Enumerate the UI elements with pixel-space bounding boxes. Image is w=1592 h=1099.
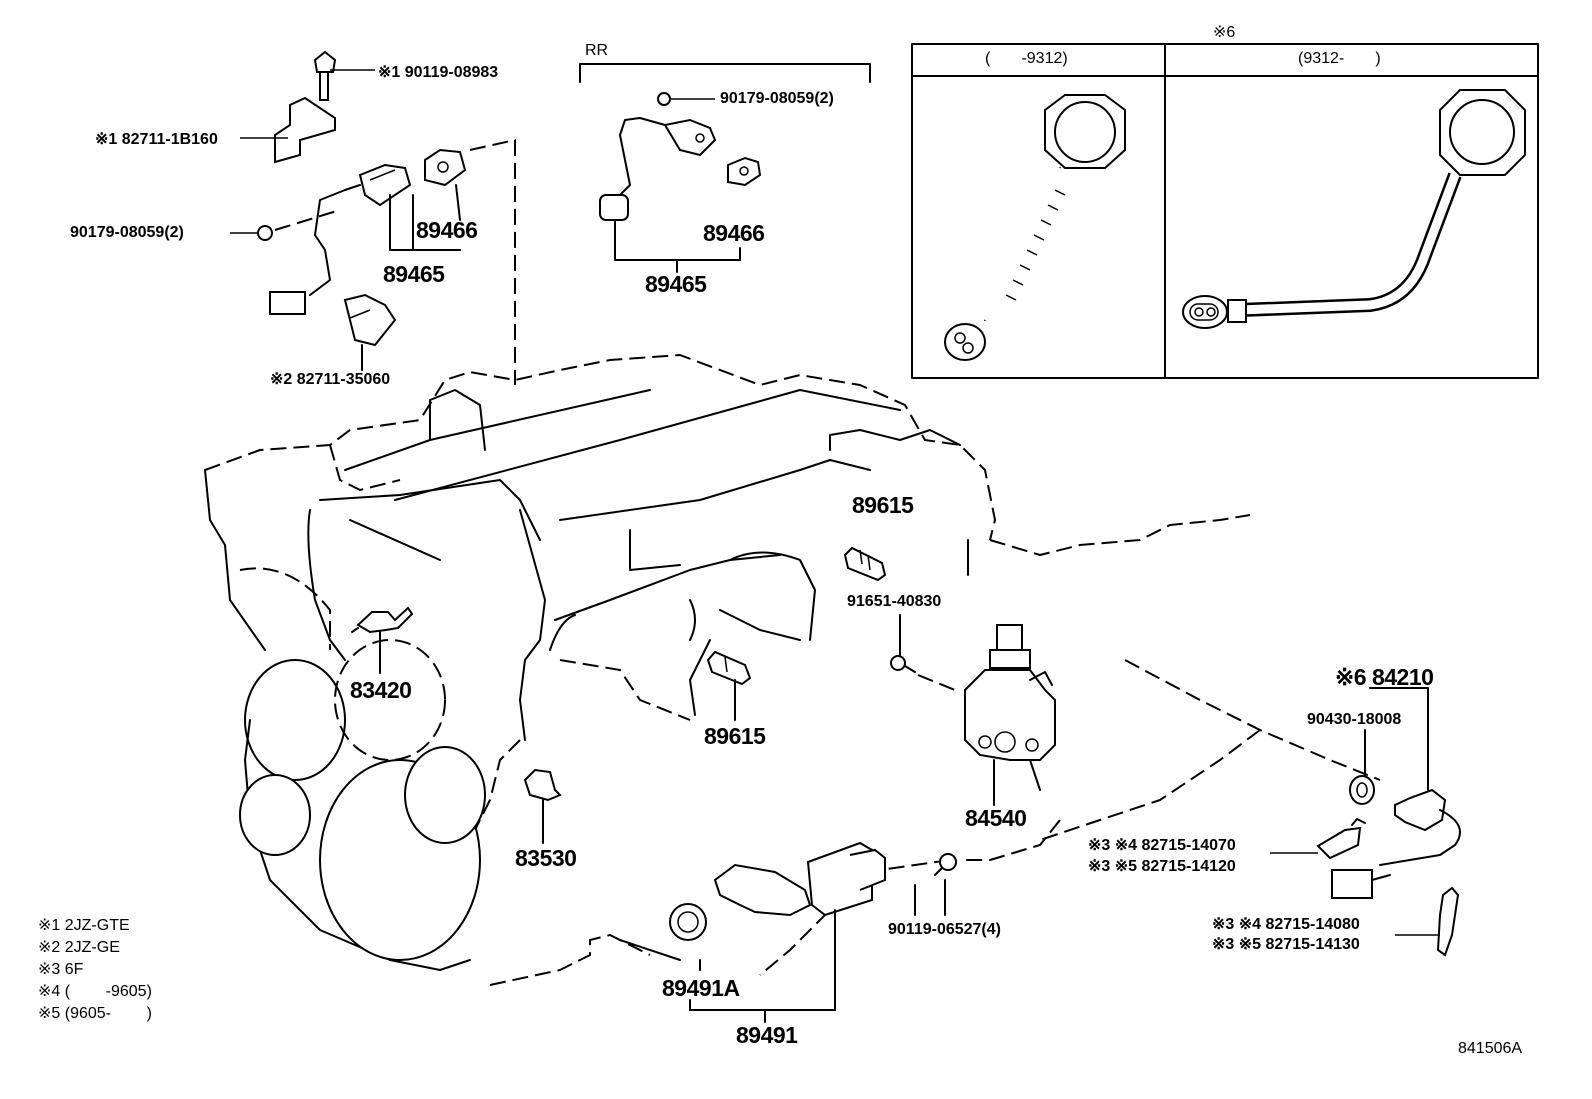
callout-clamp-a1: ※3 ※4 82715-14070 <box>1088 837 1236 854</box>
oil-switch-83530-icon <box>523 768 562 844</box>
callout-oil-switch: 83530 <box>515 845 577 871</box>
inset-title: ※6 <box>1213 24 1236 41</box>
callout-bolt-top: ※1 90119-08983 <box>378 64 499 81</box>
callout-gasket-rr: 89466 <box>703 220 765 246</box>
callout-temp-sensor: 83420 <box>350 677 412 703</box>
callout-stud: 91651-40830 <box>847 593 942 610</box>
callout-nut-rr: 90179-08059(2) <box>720 90 834 107</box>
pulley-group <box>229 567 486 971</box>
bolt-90119-06527-icon <box>934 853 957 916</box>
diagram-id-code: 841506A <box>1458 1040 1523 1057</box>
note-3: ※3 6F <box>38 961 84 978</box>
notes-legend: ※1 2JZ-GTE ※2 2JZ-GE ※3 6F ※4 ( -9605) ※… <box>38 915 152 1025</box>
valve-84540-icon <box>964 624 1056 806</box>
callout-clamp-a2: ※3 ※5 82715-14120 <box>1088 858 1236 875</box>
callout-clamp-b2: ※3 ※5 82715-14130 <box>1212 936 1360 953</box>
temp-sensor-83420-icon <box>351 606 414 674</box>
knock-sensor-new-icon <box>1182 89 1526 329</box>
sensor-89615-mid-icon <box>706 650 752 721</box>
callout-valve: 84540 <box>965 805 1027 831</box>
callout-sensor-upper: 89615 <box>852 492 914 518</box>
crank-sensor-89491-icon <box>619 841 886 1023</box>
callout-nut-left: 90179-08059(2) <box>70 224 184 241</box>
callout-clamp: ※2 82711-35060 <box>270 371 391 388</box>
callout-clamp-b1: ※3 ※4 82715-14080 <box>1212 916 1360 933</box>
knock-sensor-84210-icon <box>1331 687 1461 899</box>
callout-knock-sensor: ※6 84210 <box>1335 664 1434 690</box>
stud-91651-icon <box>890 614 956 691</box>
callout-sensor-mid: 89615 <box>704 723 766 749</box>
callout-bolt-4: 90119-06527(4) <box>888 921 1001 938</box>
clamp-82715-b-icon <box>1395 886 1460 957</box>
note-5: ※5 (9605- ) <box>38 1005 152 1022</box>
o2-sensor-rr-group <box>579 63 871 273</box>
o2-sensor-left-group <box>230 50 516 385</box>
knock-sensor-old-icon <box>944 94 1126 361</box>
callout-gasket-left: 89466 <box>416 217 478 243</box>
callout-crank-sensor: 89491 <box>736 1022 798 1048</box>
callout-sensor-rr: 89465 <box>645 271 707 297</box>
note-4: ※4 ( -9605) <box>38 983 152 1000</box>
inset-frame <box>911 43 1539 379</box>
note-2: ※2 2JZ-GE <box>38 939 120 956</box>
note-1: ※1 2JZ-GTE <box>38 917 130 934</box>
rr-label: RR <box>585 42 609 59</box>
sensor-89615-upper-icon <box>843 546 887 582</box>
inset-col-left: ( -9312) <box>985 50 1068 67</box>
inset-col-right: (9312- ) <box>1298 50 1381 67</box>
clamp-82715-a-icon <box>1270 818 1366 860</box>
callout-seal-ring: 89491A <box>662 975 740 1001</box>
callout-sensor-left: 89465 <box>383 261 445 287</box>
callout-knock-washer: 90430-18008 <box>1307 711 1402 728</box>
callout-bracket: ※1 82711-1B160 <box>95 131 218 148</box>
